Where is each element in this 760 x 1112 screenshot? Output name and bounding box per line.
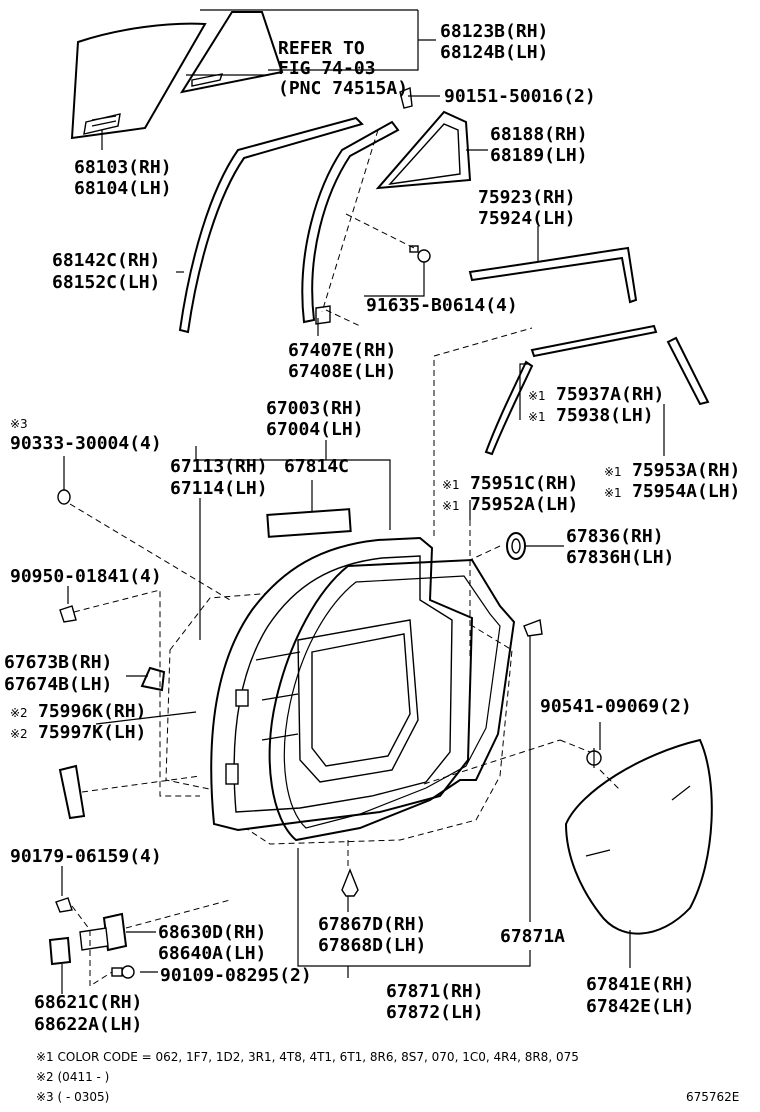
label-67841e: 67841E(RH) [586, 974, 694, 995]
bolt-91635-part [409, 245, 431, 263]
plug-67836-part [506, 532, 526, 560]
label-67674b: 67674B(LH) [4, 674, 112, 695]
mark-75996: ※2 [10, 706, 28, 720]
quarter-weatherstrip-part [375, 110, 472, 190]
label-67871a: 67871A [500, 926, 565, 947]
clip-90541-part [586, 748, 602, 768]
refer-line1: REFER TO [278, 38, 365, 59]
moulding-75953-part [666, 336, 710, 406]
dashed-guides [69, 129, 621, 987]
hole-cover-part [564, 738, 713, 935]
label-75952a: 75952A(LH) [470, 494, 578, 515]
label-68621c: 68621C(RH) [34, 992, 142, 1013]
label-90109: 90109-08295(2) [160, 965, 312, 986]
label-90541: 90541-09069(2) [540, 696, 692, 717]
label-75938: 75938(LH) [556, 405, 654, 426]
label-68123b: 68123B(RH) [440, 21, 548, 42]
moulding-75937-part [530, 324, 658, 358]
grommet-90333-part [57, 489, 71, 505]
footnote-1: ※1 COLOR CODE = 062, 1F7, 1D2, 3R1, 4T8,… [36, 1050, 579, 1064]
label-75923: 75923(RH) [478, 187, 576, 208]
label-75953a: 75953A(RH) [632, 460, 740, 481]
label-68104: 68104(LH) [74, 178, 172, 199]
label-67408e: 67408E(LH) [288, 361, 396, 382]
label-75997k: 75997K(LH) [38, 722, 146, 743]
label-68124b: 68124B(LH) [440, 42, 548, 63]
label-68189: 68189(LH) [490, 145, 588, 166]
label-68640a: 68640A(LH) [158, 943, 266, 964]
label-91635: 91635-B0614(4) [366, 295, 518, 316]
bolt-90109-part [111, 965, 135, 979]
label-67842e: 67842E(LH) [586, 996, 694, 1017]
mark-75937: ※1 [528, 389, 546, 403]
label-68142c: 68142C(RH) [52, 250, 160, 271]
label-90333: 90333-30004(4) [10, 433, 162, 454]
label-67114: 67114(LH) [170, 478, 268, 499]
label-67836: 67836(RH) [566, 526, 664, 547]
label-90179: 90179-06159(4) [10, 846, 162, 867]
clip-67867-part [341, 868, 359, 897]
leader-lines [61, 9, 665, 994]
moulding-75951-part [484, 360, 534, 456]
label-67673b: 67673B(RH) [4, 652, 112, 673]
figure-code: 675762E [686, 1090, 739, 1104]
label-68630d: 68630D(RH) [158, 922, 266, 943]
label-67836h: 67836H(LH) [566, 547, 674, 568]
moulding-75923-part [468, 246, 638, 304]
label-67872: 67872(LH) [386, 1002, 484, 1023]
label-68622a: 68622A(LH) [34, 1014, 142, 1035]
label-67113: 67113(RH) [170, 456, 268, 477]
mark-75951: ※1 [442, 478, 460, 492]
label-68188: 68188(RH) [490, 124, 588, 145]
label-75996k: 75996K(RH) [38, 701, 146, 722]
label-67003: 67003(RH) [266, 398, 364, 419]
label-67814c: 67814C [284, 456, 349, 477]
quarter-glass-part [179, 11, 284, 94]
label-67871: 67871(RH) [386, 981, 484, 1002]
screw-90179-part [55, 897, 73, 913]
mark-75938: ※1 [528, 410, 546, 424]
label-68152c: 68152C(LH) [52, 272, 160, 293]
refer-line2: FIG 74-03 [278, 58, 376, 79]
label-67004: 67004(LH) [266, 419, 364, 440]
label-67407e: 67407E(RH) [288, 340, 396, 361]
label-75951c: 75951C(RH) [470, 473, 578, 494]
bracket-67673-part [140, 666, 166, 692]
label-68103: 68103(RH) [74, 157, 172, 178]
mark-75953: ※1 [604, 465, 622, 479]
label-90950: 90950-01841(4) [10, 566, 162, 587]
seal-75996-part [58, 764, 86, 820]
pad-67814-part [266, 508, 352, 538]
clip-90151-part [399, 87, 413, 109]
footnote-3: ※3 ( - 0305) [36, 1090, 109, 1104]
mark-75952: ※1 [442, 499, 460, 513]
run-channel-part [178, 116, 364, 334]
center-frame-part [301, 120, 400, 325]
door-shell-part [210, 536, 474, 832]
door-weatherstrip-part [268, 558, 516, 842]
door-glass-part [70, 22, 207, 140]
mark-75997: ※2 [10, 727, 28, 741]
hinge-68621-part [48, 936, 72, 966]
label-75924: 75924(LH) [478, 208, 576, 229]
label-90151: 90151-50016(2) [444, 86, 596, 107]
refer-note: REFER TO FIG 74-03 (PNC 74515A) [278, 38, 408, 99]
clip-90950-part [59, 605, 77, 623]
mark-90333: ※3 [10, 417, 28, 431]
refer-line3: (PNC 74515A) [278, 78, 408, 99]
footnote-2: ※2 (0411 - ) [36, 1070, 109, 1084]
hinge-68630-part [79, 912, 128, 952]
label-75954a: 75954A(LH) [632, 481, 740, 502]
mark-75954: ※1 [604, 486, 622, 500]
clip-67871A-part [523, 619, 543, 637]
label-67867d: 67867D(RH) [318, 914, 426, 935]
label-75937a: 75937A(RH) [556, 384, 664, 405]
label-67868d: 67868D(LH) [318, 935, 426, 956]
